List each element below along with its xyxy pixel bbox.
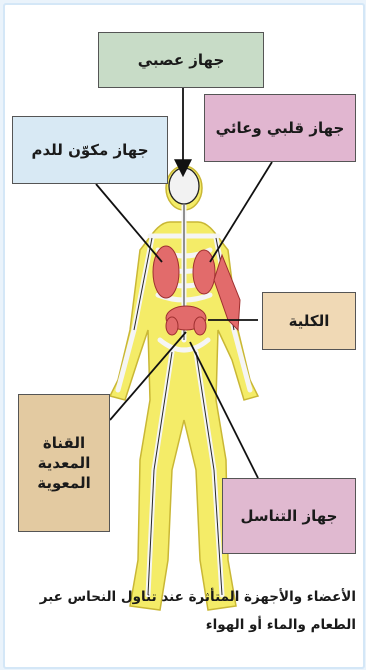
label-reproductive-system: جهاز التناسل: [222, 478, 356, 554]
skull: [169, 168, 199, 204]
label-kidney: الكلية: [262, 292, 356, 350]
diagram-caption: الأعضاء والأجهزة المتأثرة عند تناول النح…: [12, 583, 356, 639]
label-cardiovascular-system: جهاز قلبي وعائي: [204, 94, 356, 162]
label-blood-forming-system: جهاز مكوّن للدم: [12, 116, 168, 184]
label-gastrointestinal-tract: القناة المعدية المعوية: [18, 394, 110, 532]
label-nervous-system: جهاز عصبي: [98, 32, 264, 88]
